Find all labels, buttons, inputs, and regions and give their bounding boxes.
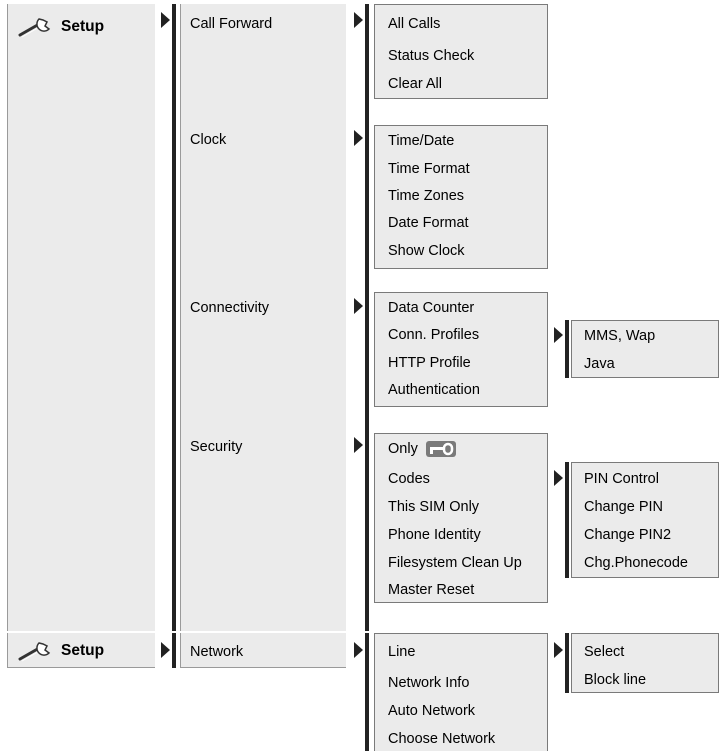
menu-item-clear-all[interactable]: Clear All [388, 76, 442, 92]
setup-menu-title-bottom[interactable]: Setup [17, 640, 104, 662]
wrench-icon [18, 18, 51, 38]
column-separator [172, 4, 176, 631]
menu-item-all-calls[interactable]: All Calls [388, 16, 441, 32]
menu-item-status-check[interactable]: Status Check [388, 48, 475, 64]
network-submenu [374, 633, 548, 751]
setup-label-bottom: Setup [61, 642, 105, 659]
menu-item-time-date[interactable]: Time/Date [388, 133, 455, 149]
menu-item-change-pin[interactable]: Change PIN [584, 499, 663, 515]
column-separator [172, 633, 176, 668]
triangle-right-icon [354, 437, 363, 453]
column-separator [365, 4, 369, 631]
triangle-right-icon [161, 12, 170, 28]
column-separator [365, 633, 369, 751]
menu-item-filesystem-clean-up[interactable]: Filesystem Clean Up [388, 555, 522, 571]
menu-item-call-forward[interactable]: Call Forward [190, 16, 273, 32]
menu-item-phone-identity[interactable]: Phone Identity [388, 527, 481, 543]
security-submenu [374, 433, 548, 603]
setup-panel [7, 4, 155, 631]
menu-item-mms-wap[interactable]: MMS, Wap [584, 328, 656, 344]
menu-item-connectivity[interactable]: Connectivity [190, 300, 269, 316]
codes-submenu [571, 462, 719, 578]
only-label: Only [388, 441, 418, 457]
triangle-right-icon [161, 642, 170, 658]
triangle-right-icon [554, 470, 563, 486]
menu-item-time-zones[interactable]: Time Zones [388, 188, 465, 204]
menu-item-authentication[interactable]: Authentication [388, 382, 480, 398]
menu-item-master-reset[interactable]: Master Reset [388, 582, 475, 598]
setup-label: Setup [61, 18, 105, 35]
menu-item-java[interactable]: Java [584, 356, 615, 372]
setup-panel-bottom [7, 633, 155, 668]
column-separator [565, 320, 569, 378]
triangle-right-icon [354, 130, 363, 146]
call-forward-submenu [374, 4, 548, 99]
network-submenu-panel [180, 633, 346, 668]
menu-item-block-line[interactable]: Block line [584, 672, 647, 688]
menu-item-network[interactable]: Network [190, 644, 244, 660]
menu-item-show-clock[interactable]: Show Clock [388, 243, 465, 259]
menu-item-this-sim-only[interactable]: This SIM Only [388, 499, 480, 515]
line-submenu [571, 633, 719, 693]
menu-item-security[interactable]: Security [190, 439, 243, 455]
menu-item-conn-profiles[interactable]: Conn. Profiles [388, 327, 480, 343]
triangle-right-icon [354, 298, 363, 314]
triangle-right-icon [554, 642, 563, 658]
menu-item-network-info[interactable]: Network Info [388, 675, 470, 691]
menu-item-choose-network[interactable]: Choose Network [388, 731, 496, 747]
menu-item-change-pin2[interactable]: Change PIN2 [584, 527, 672, 543]
menu-item-http-profile[interactable]: HTTP Profile [388, 355, 471, 371]
key-icon [425, 441, 456, 458]
menu-item-data-counter[interactable]: Data Counter [388, 300, 475, 316]
menu-item-clock[interactable]: Clock [190, 132, 227, 148]
menu-item-line[interactable]: Line [388, 644, 416, 660]
menu-item-auto-network[interactable]: Auto Network [388, 703, 476, 719]
wrench-icon [18, 642, 51, 662]
menu-item-time-format[interactable]: Time Format [388, 161, 470, 177]
setup-submenu-panel [180, 4, 346, 631]
setup-menu-title[interactable]: Setup [17, 16, 104, 38]
conn-profiles-submenu [571, 320, 719, 378]
menu-item-chg-phonecode[interactable]: Chg.Phonecode [584, 555, 688, 571]
column-separator [565, 633, 569, 693]
clock-submenu [374, 125, 548, 269]
menu-item-only[interactable]: Only [388, 440, 456, 458]
menu-item-date-format[interactable]: Date Format [388, 215, 469, 231]
connectivity-submenu [374, 292, 548, 407]
column-separator [565, 462, 569, 578]
triangle-right-icon [354, 642, 363, 658]
triangle-right-icon [354, 12, 363, 28]
menu-item-pin-control[interactable]: PIN Control [584, 471, 659, 487]
menu-item-codes[interactable]: Codes [388, 471, 430, 487]
triangle-right-icon [554, 327, 563, 343]
menu-item-select[interactable]: Select [584, 644, 625, 660]
